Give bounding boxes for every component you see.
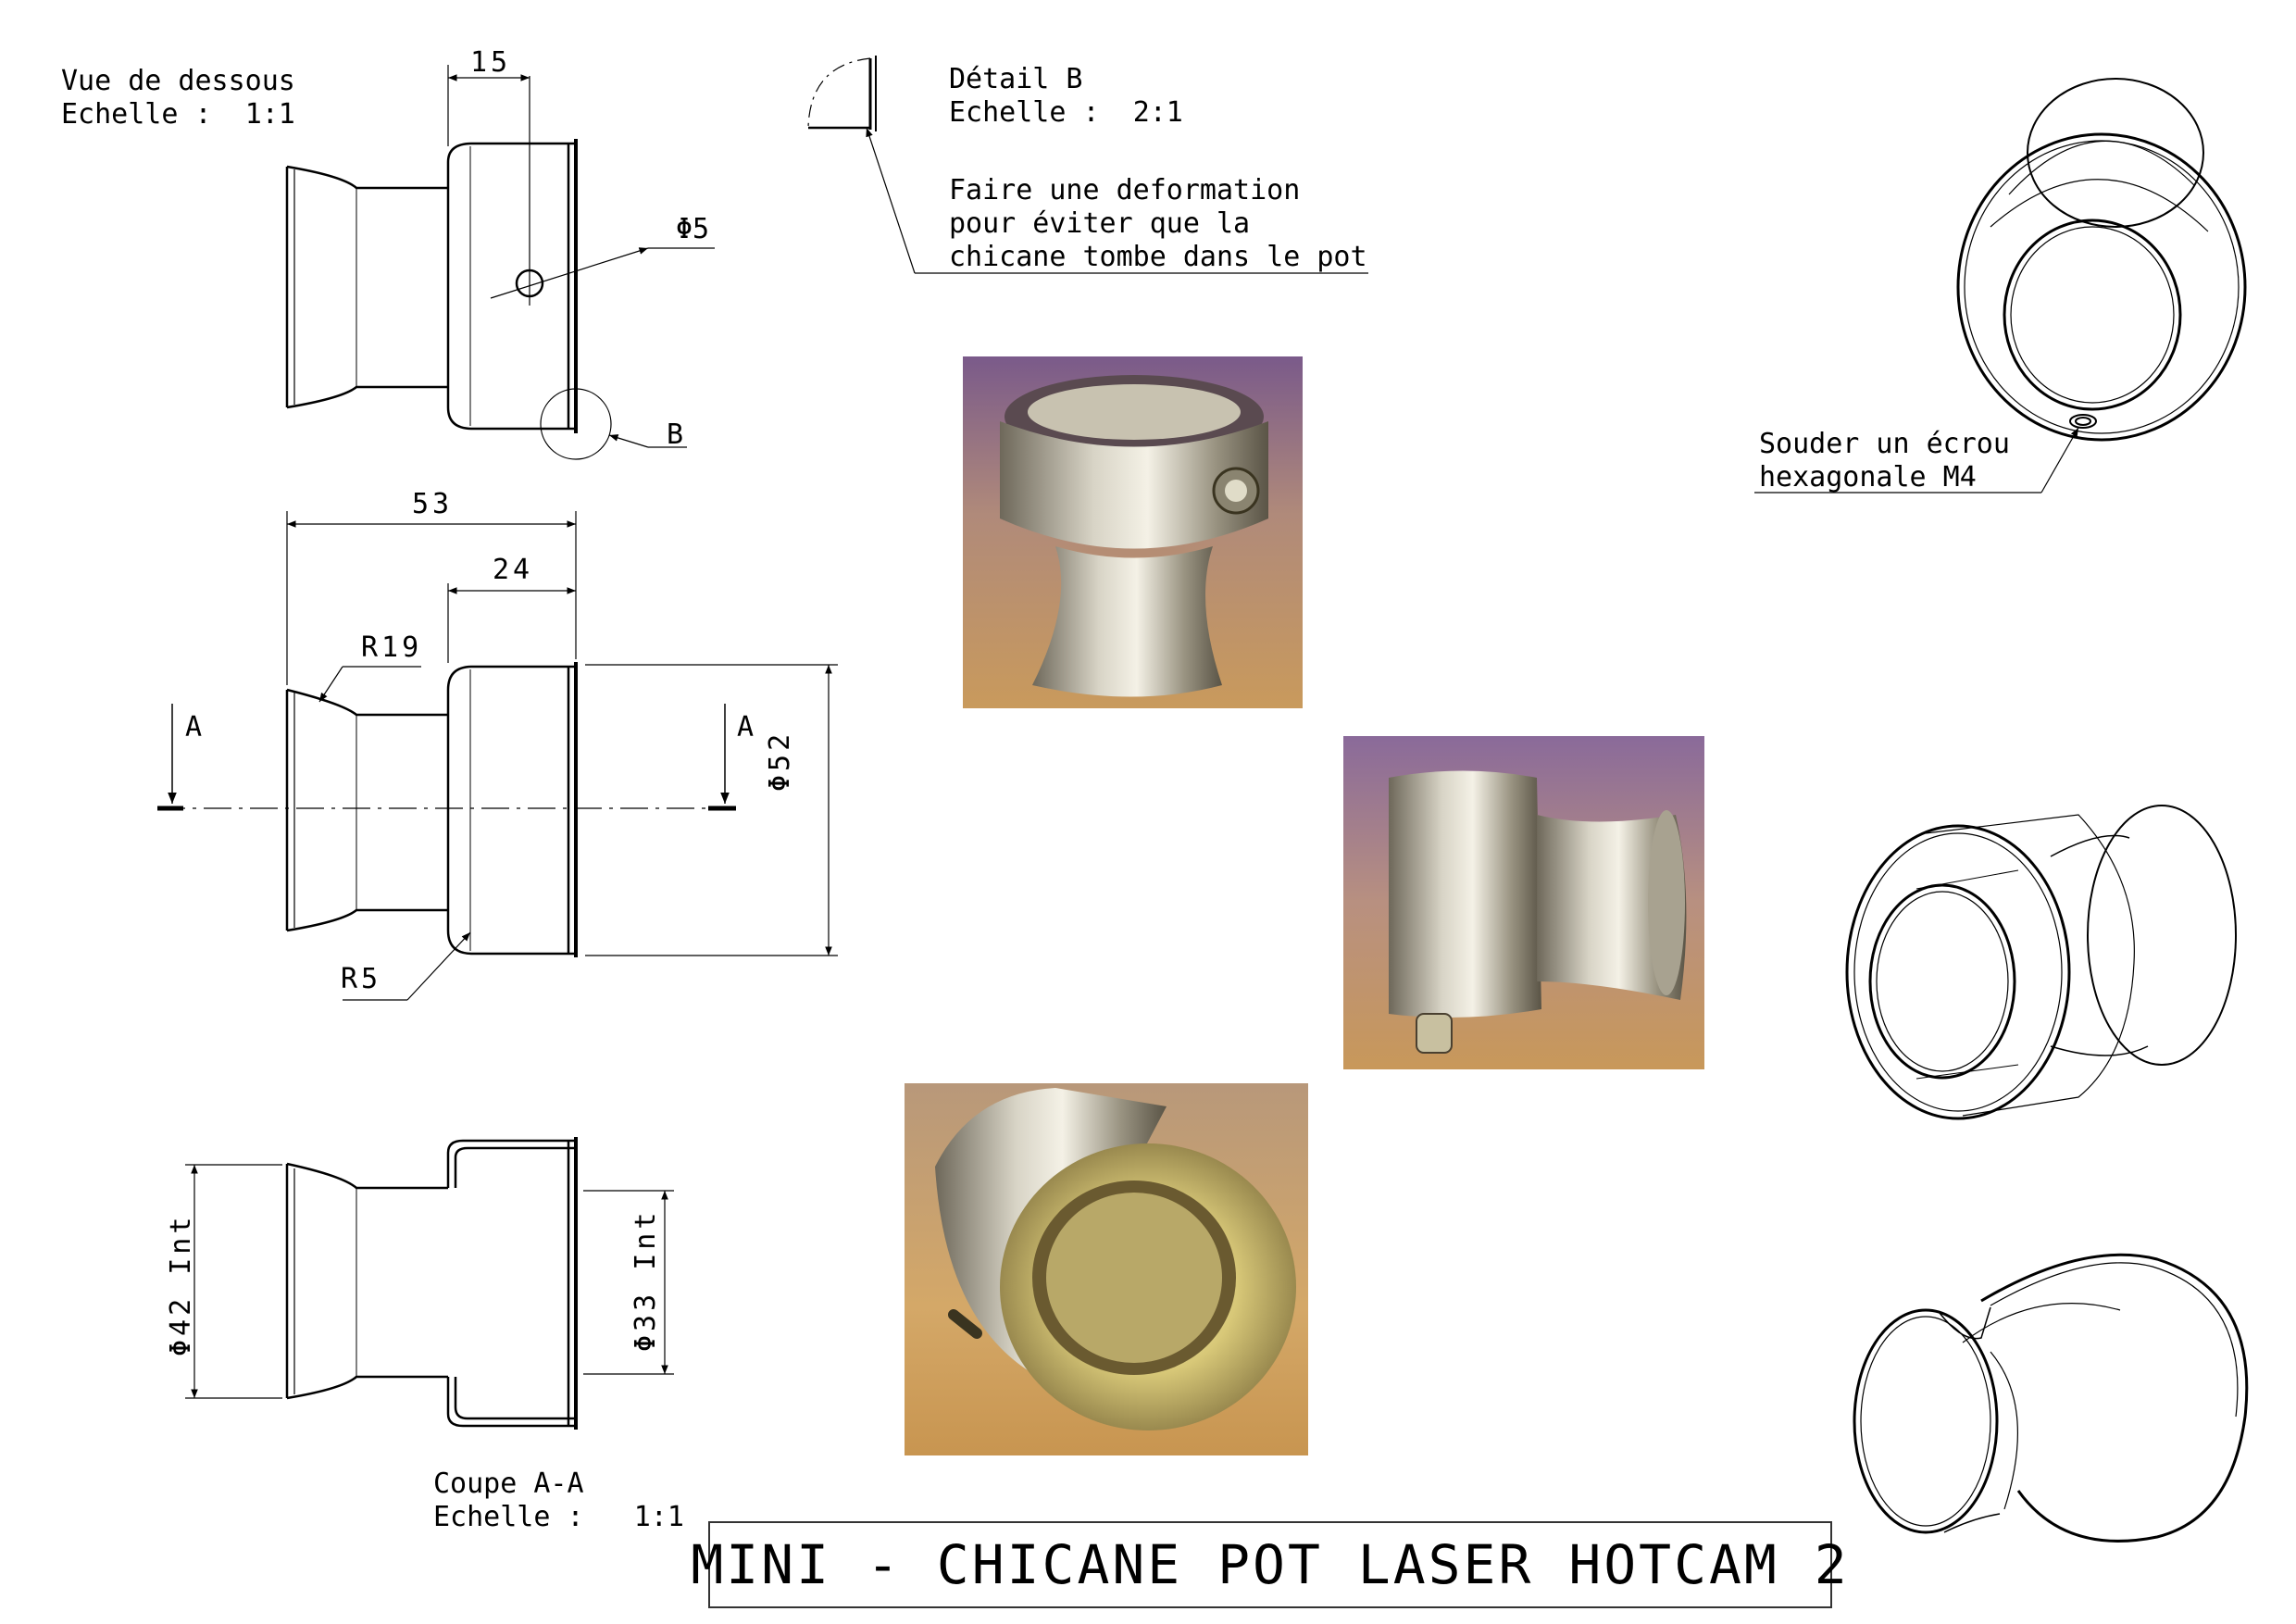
photo-3	[905, 1083, 1308, 1455]
photo-1	[963, 356, 1303, 708]
detail-b-scale: Echelle : 2:1	[949, 96, 1183, 129]
dim-detail-ref: B	[667, 418, 684, 451]
dim-hole: Φ5	[676, 213, 710, 245]
dim-52: Φ52	[764, 730, 796, 792]
dim-15: 15	[470, 46, 512, 79]
detail-b-name: Détail B	[949, 63, 1083, 95]
bottom-view-label: Vue de dessous Echelle : 1:1	[61, 65, 295, 131]
section-view-scale: Echelle : 1:1	[433, 1501, 684, 1533]
section-mark-left: A	[185, 711, 203, 743]
section-view-label: Coupe A-A Echelle : 1:1	[433, 1468, 684, 1534]
front-view	[157, 511, 838, 1001]
nut-note-line-1: Souder un écrou	[1759, 428, 2010, 460]
title-block: MINI - CHICANE POT LASER HOTCAM 2	[691, 1521, 1847, 1608]
dim-r5: R5	[341, 963, 382, 995]
photo-2	[1343, 736, 1704, 1069]
nut-note-line-2: hexagonale M4	[1759, 461, 1977, 493]
section-view	[185, 1137, 674, 1430]
dim-33-int: Φ33 Int	[630, 1208, 662, 1352]
dim-24: 24	[493, 554, 534, 586]
bottom-view	[285, 65, 715, 460]
dim-42-int: Φ42 Int	[165, 1213, 197, 1356]
iso-view-middle	[1845, 805, 2237, 1120]
bottom-view-scale: Echelle : 1:1	[61, 98, 295, 131]
dim-53: 53	[412, 488, 454, 520]
section-mark-right: A	[737, 711, 755, 743]
nut-note: Souder un écrou hexagonale M4	[1759, 428, 2010, 494]
iso-view-top	[1754, 78, 2247, 493]
section-view-name: Coupe A-A	[433, 1468, 584, 1500]
deformation-note: Faire une deformation pour éviter que la…	[949, 174, 1367, 274]
iso-view-bottom	[1853, 1253, 2249, 1543]
deformation-note-line-3: chicane tombe dans le pot	[949, 241, 1367, 273]
dim-r19: R19	[361, 631, 423, 664]
detail-b-label: Détail B Echelle : 2:1	[949, 63, 1183, 130]
drawing-title: MINI - CHICANE POT LASER HOTCAM 2	[691, 1533, 1850, 1596]
deformation-note-line-1: Faire une deformation	[949, 174, 1301, 206]
detail-b-view	[807, 56, 1368, 274]
bottom-view-name: Vue de dessous	[61, 65, 295, 97]
deformation-note-line-2: pour éviter que la	[949, 207, 1251, 240]
